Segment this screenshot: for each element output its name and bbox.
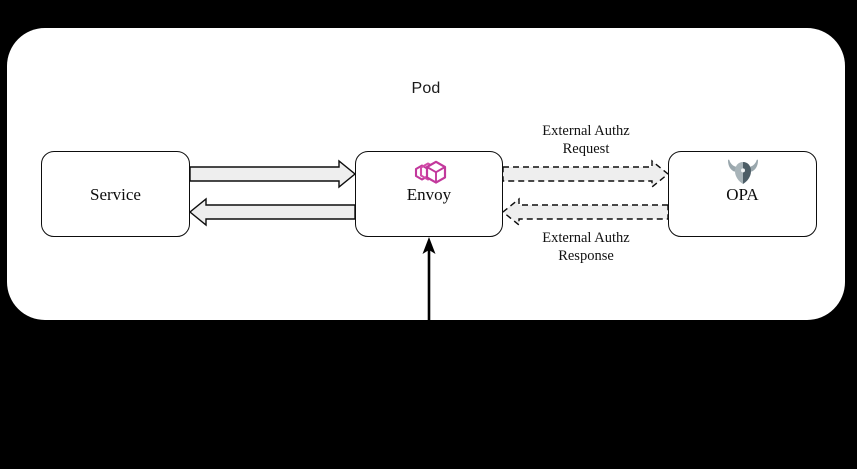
node-envoy-label: Envoy [406, 185, 452, 204]
pod-title: Pod [411, 80, 441, 97]
edge-label-authz-response: External Authz Response [542, 230, 630, 264]
edge-label-authz-request: External Authz Request [542, 123, 630, 157]
node-service[interactable]: Service [41, 151, 190, 237]
opa-helmet-icon [726, 158, 760, 188]
node-envoy[interactable]: Envoy [355, 151, 503, 237]
envoy-hexagons-icon [406, 160, 452, 190]
node-opa[interactable]: OPA [668, 151, 817, 237]
node-service-label: Service [90, 185, 141, 204]
node-opa-label: OPA [726, 185, 759, 204]
